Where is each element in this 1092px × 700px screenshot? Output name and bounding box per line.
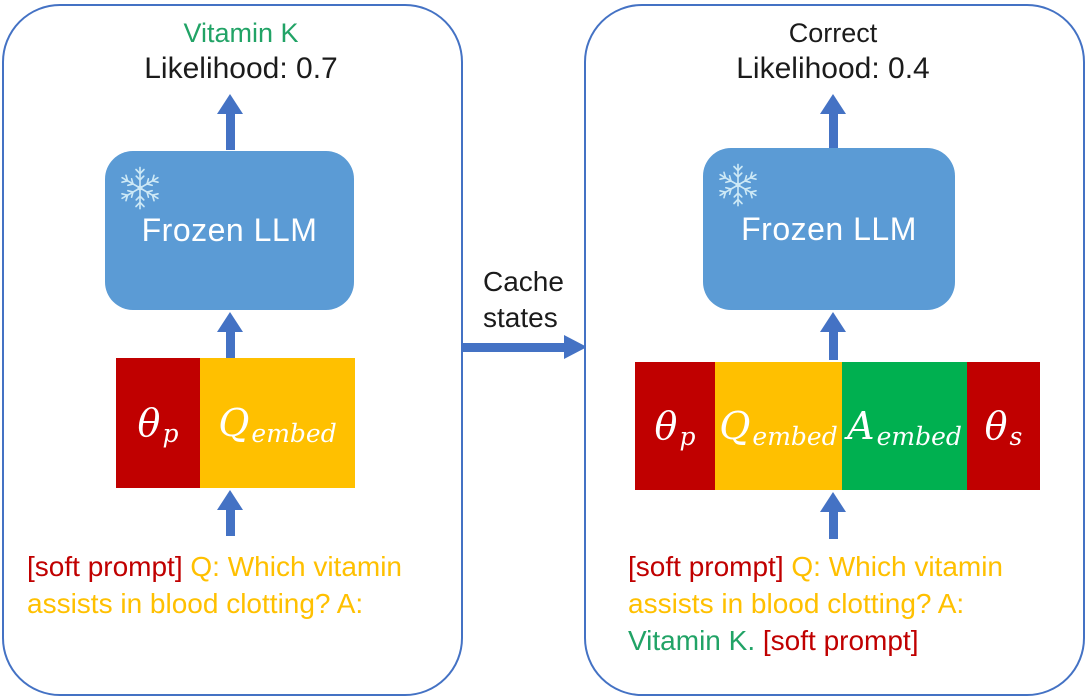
block-subscript: p xyxy=(162,418,179,448)
prompt-segment: assists in blood clotting? A: xyxy=(628,588,965,619)
arrow-stem xyxy=(463,342,564,352)
block-symbol: θ xyxy=(984,404,1008,448)
right-prompt-arrow-icon xyxy=(820,492,846,539)
arrow-stem xyxy=(225,510,235,536)
prompt-segment: [soft prompt] xyxy=(628,551,784,582)
right-prompt-text: [soft prompt] Q: Which vitamin assists i… xyxy=(628,548,1068,659)
prompt-segment: assists in blood clotting? A: xyxy=(27,588,364,619)
left-output-arrow-icon xyxy=(217,94,243,150)
cache-states-line1: Cache xyxy=(483,266,564,297)
cache-states-arrow-icon xyxy=(463,335,587,359)
left-prompt-text: [soft prompt] Q: Which vitamin assists i… xyxy=(27,548,452,622)
block-symbol: Q xyxy=(719,404,751,448)
left-prediction-label: Vitamin K xyxy=(183,18,299,48)
block-symbol: θ xyxy=(654,404,678,448)
snowflake-icon xyxy=(121,166,159,210)
block-subscript: embed xyxy=(251,418,337,448)
prompt-segment: Vitamin K. xyxy=(628,625,756,656)
right-frozen-llm-label: Frozen LLM xyxy=(741,210,917,247)
arrow-head xyxy=(217,490,243,510)
left-prompt-arrow-icon xyxy=(217,490,243,536)
prompt-line: Vitamin K. [soft prompt] xyxy=(628,622,1068,659)
prompt-segment: Q: Which vitamin xyxy=(783,551,1004,582)
arrow-head xyxy=(564,335,587,359)
arrow-stem xyxy=(225,114,235,150)
arrow-stem xyxy=(828,114,838,148)
cache-states-line2: states xyxy=(483,302,558,333)
left-llm-input-arrow-icon xyxy=(217,312,243,358)
prompt-line: [soft prompt] Q: Which vitamin xyxy=(27,548,452,585)
prompt-segment: Q: Which vitamin xyxy=(182,551,403,582)
snowflake-icon xyxy=(719,163,757,207)
arrow-head xyxy=(217,312,243,332)
prompt-segment: [soft prompt] xyxy=(755,625,919,656)
block-subscript: p xyxy=(679,421,696,451)
right-llm-input-arrow-icon xyxy=(820,312,846,360)
left-likelihood-label: Likelihood: 0.7 xyxy=(144,52,338,85)
right-frozen-llm-box: Frozen LLM xyxy=(703,148,955,310)
right-prediction-label: Correct xyxy=(788,18,878,48)
left-frozen-llm-label: Frozen LLM xyxy=(141,212,318,248)
arrow-head xyxy=(820,492,846,512)
block-symbol: A xyxy=(847,404,875,448)
prompt-line: assists in blood clotting? A: xyxy=(628,585,1068,622)
arrow-head xyxy=(820,94,846,114)
block-symbol: θ xyxy=(137,401,161,445)
block-subscript: embed xyxy=(752,421,838,451)
arrow-stem xyxy=(225,332,235,358)
right-output-arrow-icon xyxy=(820,94,846,148)
prompt-line: assists in blood clotting? A: xyxy=(27,585,452,622)
arrow-head xyxy=(820,312,846,332)
block-symbol: Q xyxy=(218,401,250,445)
prompt-segment: [soft prompt] xyxy=(27,551,183,582)
right-likelihood-label: Likelihood: 0.4 xyxy=(736,52,930,85)
arrow-stem xyxy=(828,512,838,539)
arrow-head xyxy=(217,94,243,114)
cache-states-label: Cache states xyxy=(483,264,593,336)
block-subscript: s xyxy=(1009,421,1023,451)
prompt-line: [soft prompt] Q: Which vitamin xyxy=(628,548,1068,585)
block-subscript: embed xyxy=(876,421,962,451)
arrow-stem xyxy=(828,332,838,360)
left-frozen-llm-box: Frozen LLM xyxy=(105,151,354,310)
